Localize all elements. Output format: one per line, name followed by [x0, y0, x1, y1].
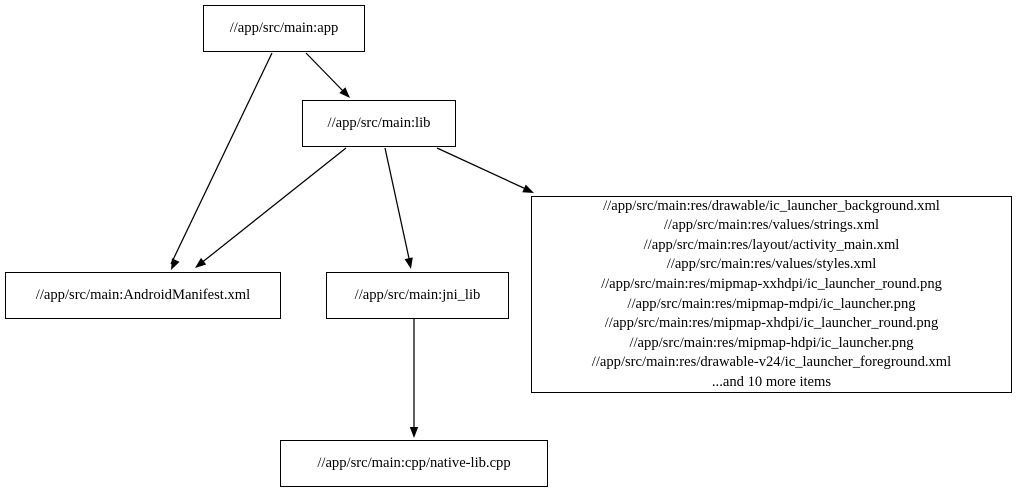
arrowhead-jni_lib-to-native_lib_cpp — [409, 427, 419, 438]
node-label-line: //app/src/main:res/values/styles.xml — [666, 256, 877, 273]
graph-node-res_group[interactable]: //app/src/main:res/drawable/ic_launcher_… — [531, 196, 1012, 393]
node-label-line: //app/src/main:res/drawable/ic_launcher_… — [603, 197, 940, 214]
node-label-line: //app/src/main:res/values/strings.xml — [663, 217, 880, 234]
arrowhead-app-to-manifest — [171, 258, 180, 270]
node-label-line: //app/src/main:cpp/native-lib.cpp — [317, 454, 511, 471]
node-label-line: ...and 10 more items — [711, 373, 832, 390]
node-label-line: //app/src/main:res/mipmap-mdpi/ic_launch… — [627, 295, 916, 312]
graph-node-manifest[interactable]: //app/src/main:AndroidManifest.xml — [5, 272, 281, 319]
graph-node-lib[interactable]: //app/src/main:lib — [302, 100, 456, 147]
arrowhead-lib-to-res_group — [522, 184, 534, 193]
arrowheads-group — [171, 87, 534, 438]
node-label-line: //app/src/main:app — [229, 19, 339, 36]
node-label-line: //app/src/main:AndroidManifest.xml — [35, 286, 251, 303]
node-label-line: //app/src/main:res/drawable-v24/ic_launc… — [591, 354, 952, 371]
graph-edge-lib-to-manifest — [199, 147, 347, 265]
graph-node-native_lib_cpp[interactable]: //app/src/main:cpp/native-lib.cpp — [280, 440, 548, 487]
graph-node-jni_lib[interactable]: //app/src/main:jni_lib — [326, 272, 509, 319]
node-label-line: //app/src/main:jni_lib — [354, 286, 481, 303]
edges-group — [170, 52, 529, 431]
arrowhead-lib-to-jni_lib — [404, 257, 413, 269]
graph-edge-app-to-manifest — [170, 52, 273, 265]
node-label-line: //app/src/main:res/mipmap-xxhdpi/ic_laun… — [601, 275, 942, 292]
graph-edge-lib-to-jni_lib — [384, 147, 411, 264]
node-label-line: //app/src/main:lib — [327, 114, 431, 131]
graph-edge-lib-to-res_group — [436, 147, 529, 191]
arrowhead-app-to-lib — [339, 87, 350, 98]
graph-edge-app-to-lib — [305, 52, 345, 93]
graph-node-app[interactable]: //app/src/main:app — [203, 5, 365, 52]
node-label-line: //app/src/main:res/mipmap-xhdpi/ic_launc… — [604, 315, 939, 332]
node-label-line: //app/src/main:res/mipmap-hdpi/ic_launch… — [629, 334, 914, 351]
node-label-line: //app/src/main:res/layout/activity_main.… — [643, 236, 900, 253]
arrowhead-lib-to-manifest — [195, 257, 207, 268]
